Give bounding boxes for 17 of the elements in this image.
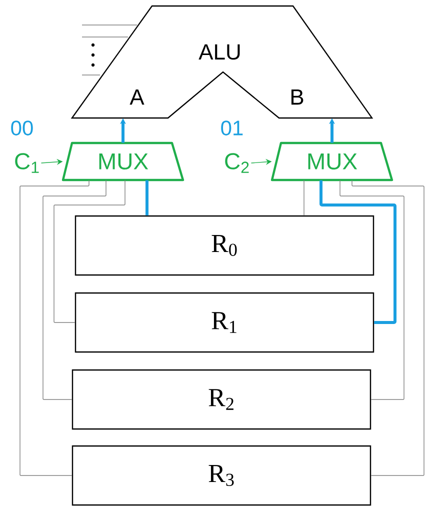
connector-line — [146, 180, 148, 216]
connector-line — [340, 180, 404, 400]
connector-line — [20, 180, 90, 476]
register-box: R$_{0}$ — [74, 215, 374, 276]
connector-line — [54, 180, 126, 323]
connector-line — [42, 180, 106, 400]
control-signal: C$_{2}$ — [225, 153, 249, 173]
control-signal: C$_{1}$ — [15, 153, 39, 173]
signal-value: 01 — [221, 120, 243, 136]
connector-line — [320, 180, 396, 324]
multiplexer: MUX — [62, 142, 184, 182]
multiplexer: MUX — [270, 142, 394, 182]
register-box: R$_{1}$ — [74, 292, 374, 353]
connector-line — [352, 180, 424, 476]
signal-value: 00 — [11, 120, 33, 136]
register-box: R$_{2}$ — [72, 369, 372, 430]
register-box: R$_{3}$ — [72, 445, 372, 506]
